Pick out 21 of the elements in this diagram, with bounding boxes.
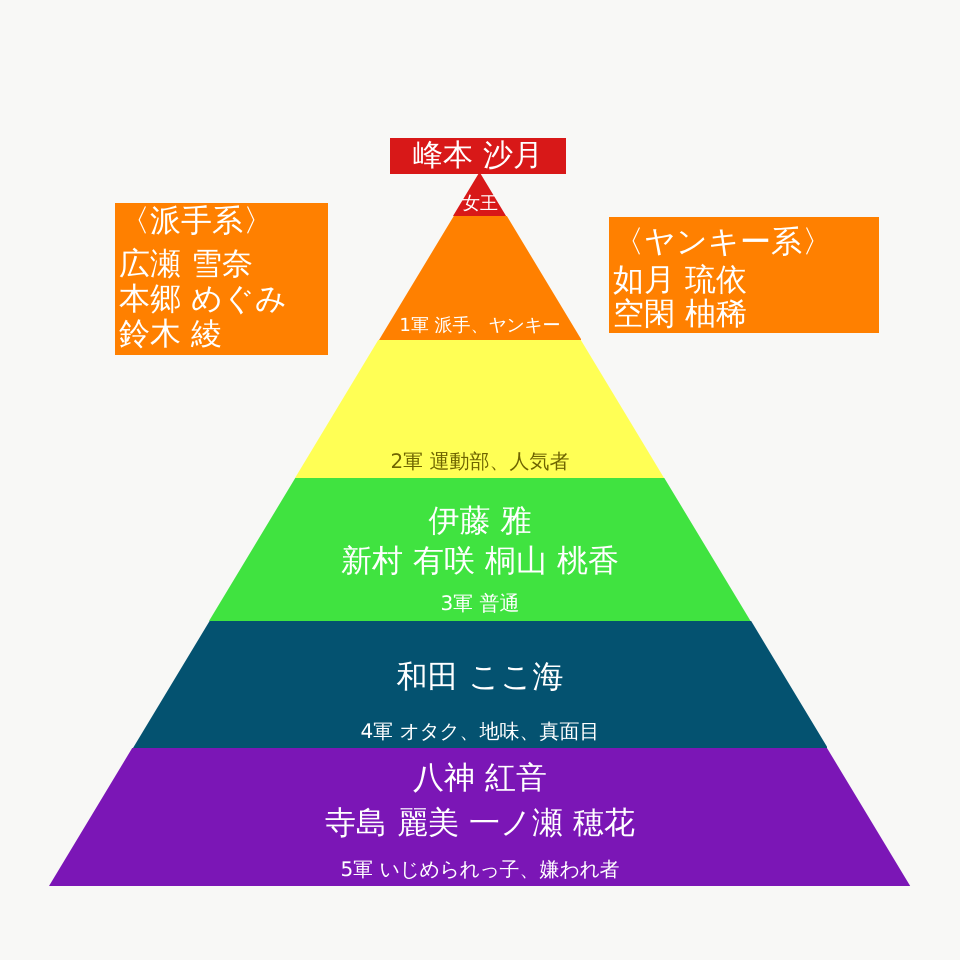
tier-label: 1軍 派手、ヤンキー	[399, 317, 561, 335]
tier-label: 2軍 運動部、人気者	[390, 451, 570, 471]
tier-label: 5軍 いじめられっ子、嫌われ者	[340, 859, 620, 879]
tier-label: 4軍 オタク、地味、真面目	[360, 721, 600, 741]
name-text: 寺島 麗美 一ノ瀬 穂花	[325, 808, 635, 838]
name-text: 和田 ここ海	[396, 662, 564, 692]
name-text: 広瀬 雪奈	[119, 248, 253, 280]
name-text: 鈴木 綾	[119, 318, 222, 350]
name-text: 八神 紅音	[413, 762, 547, 794]
name-text: 新村 有咲 桐山 桃香	[341, 546, 619, 576]
name-text: 峰本 沙月	[413, 141, 543, 171]
name-text: 伊藤 雅	[428, 506, 532, 536]
name-text: 如月 琉依	[613, 264, 747, 296]
tier-label: 3軍 普通	[440, 593, 520, 613]
group-box	[609, 217, 879, 333]
name-text: 本郷 めぐみ	[119, 284, 287, 314]
group-box	[115, 203, 328, 355]
group-heading: 〈派手系〉	[119, 206, 274, 236]
tier-label: 女王	[462, 195, 498, 213]
group-heading: 〈ヤンキー系〉	[613, 226, 833, 258]
name-text: 空閑 柚稀	[613, 298, 747, 330]
